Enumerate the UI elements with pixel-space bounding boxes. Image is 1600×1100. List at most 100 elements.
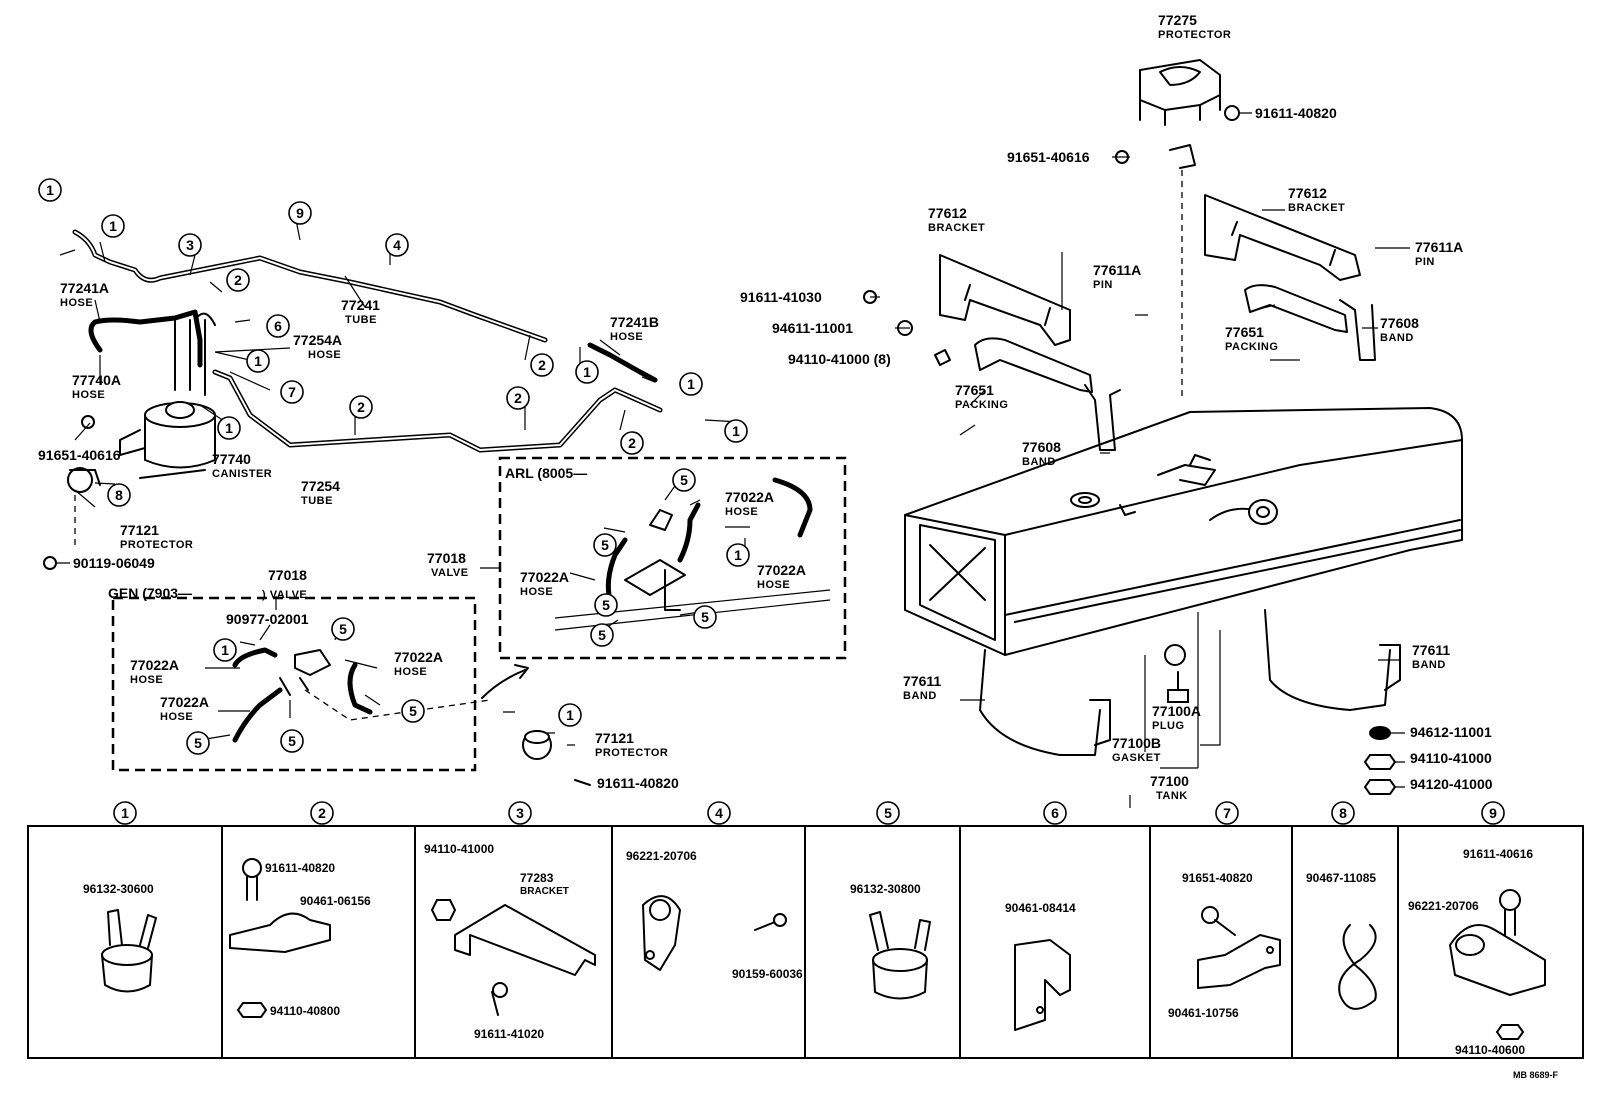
table-4-part-1: 90159-60036 xyxy=(732,967,803,981)
callout-number: 2 xyxy=(628,435,636,451)
label-77612-left-name: BRACKET xyxy=(928,222,985,234)
table-header-6: 6 xyxy=(1051,805,1059,821)
callout-circle xyxy=(349,395,373,419)
label-77022A-g1-num: 77022A xyxy=(130,657,179,673)
table-3-part-3: 91611-41020 xyxy=(474,1027,544,1041)
label-77018-arl-num: 77018 xyxy=(427,550,466,566)
label-91651-40616-top: 91651-40616 xyxy=(1007,149,1090,165)
label-77018-gen-name: ) VALVE xyxy=(262,589,307,601)
label-77100B-num: 77100B xyxy=(1112,735,1161,751)
callout-number: 5 xyxy=(680,472,688,488)
label-77651-right-num: 77651 xyxy=(1225,324,1264,340)
table-header-4: 4 xyxy=(715,805,723,821)
callout-number: 1 xyxy=(221,642,229,658)
callout-circle xyxy=(385,233,409,257)
callout-number: 5 xyxy=(701,609,709,625)
callout-number: 1 xyxy=(583,364,591,380)
table-6-part-0: 90461-08414 xyxy=(1005,901,1076,915)
label-77611-left-num: 77611 xyxy=(903,673,941,689)
fastener-table xyxy=(27,825,1584,1059)
table-header-2: 2 xyxy=(318,805,326,821)
label-arl-title: ARL (8005— xyxy=(505,465,587,481)
table-9-part-0: 91611-40616 xyxy=(1463,847,1533,861)
callout-number: 8 xyxy=(115,487,123,503)
protector-center xyxy=(522,730,591,786)
callout-circle xyxy=(331,617,355,641)
callout-number: 5 xyxy=(194,735,202,751)
label-94611-11001: 94611-11001 xyxy=(772,320,853,336)
tank-bands xyxy=(979,609,1401,756)
label-77651-left-num: 77651 xyxy=(955,382,994,398)
label-77740-name: CANISTER xyxy=(212,468,272,480)
table-header-3: 3 xyxy=(516,805,524,821)
label-77022A-a1-num: 77022A xyxy=(725,489,774,505)
table-header-8: 8 xyxy=(1339,805,1347,821)
callout-circle xyxy=(401,699,425,723)
label-77022A-a3-num: 77022A xyxy=(520,569,569,585)
label-77275-num: 77275 xyxy=(1158,12,1197,28)
label-77611-right-name: BAND xyxy=(1412,659,1446,671)
table-part-drawings xyxy=(101,858,1546,1040)
label-77254A-num: 77254A xyxy=(293,332,342,348)
callout-number: 5 xyxy=(601,537,609,553)
label-77608-left-num: 77608 xyxy=(1022,439,1061,455)
label-91611-40820-c: 91611-40820 xyxy=(597,775,679,791)
callout-circle xyxy=(280,729,304,753)
callout-number: 1 xyxy=(46,182,54,198)
callout-number: 5 xyxy=(339,621,347,637)
callout-circle xyxy=(530,353,554,377)
label-94120-41000: 94120-41000 xyxy=(1410,776,1493,792)
callout-circle xyxy=(38,178,62,202)
label-77022A-a1-name: HOSE xyxy=(725,506,758,518)
table-7-part-1: 90461-10756 xyxy=(1168,1006,1239,1020)
label-77740A-num: 77740A xyxy=(72,372,121,388)
callout-circle xyxy=(558,703,582,727)
label-77611A-left-num: 77611A xyxy=(1093,262,1141,278)
table-2-part-2: 94110-40800 xyxy=(270,1004,340,1018)
label-77022A-g1-name: HOSE xyxy=(130,674,163,686)
label-77022A-a2-num: 77022A xyxy=(757,562,806,578)
table-3-part-1: 77283 xyxy=(520,871,554,885)
label-77254-num: 77254 xyxy=(301,478,340,494)
callout-number: 3 xyxy=(186,237,194,253)
label-77740-num: 77740 xyxy=(212,451,251,467)
table-9-part-2: 94110-40600 xyxy=(1455,1043,1525,1057)
table-9-part-1: 96221-20706 xyxy=(1408,899,1479,913)
small-fasteners xyxy=(43,105,1397,795)
part-labels: 77275 PROTECTOR 91611-40820 91651-40616 … xyxy=(38,12,1493,802)
tank-brackets xyxy=(939,194,1376,451)
label-91611-40820-top: 91611-40820 xyxy=(1255,105,1337,121)
label-77608-right-name: BAND xyxy=(1380,332,1414,344)
callout-circle xyxy=(178,233,202,257)
label-77241B-name: HOSE xyxy=(610,331,643,343)
callout-circle xyxy=(590,623,614,647)
callout-number: 5 xyxy=(409,703,417,719)
label-77022A-g3-name: HOSE xyxy=(160,711,193,723)
label-77022A-a3-name: HOSE xyxy=(520,586,553,598)
table-header-7: 7 xyxy=(1223,805,1231,821)
label-77611A-left-name: PIN xyxy=(1093,279,1113,291)
table-2-part-0: 91611-40820 xyxy=(265,861,335,875)
label-gen-title: GEN (7903— xyxy=(108,585,192,601)
label-77241-num: 77241 xyxy=(341,297,380,313)
callout-number: 2 xyxy=(357,399,365,415)
leader-lines xyxy=(57,112,1410,808)
label-90119-06049: 90119-06049 xyxy=(73,555,155,571)
callout-circle xyxy=(288,201,312,225)
callout-number: 1 xyxy=(225,420,233,436)
callout-number: 2 xyxy=(538,357,546,373)
gen-detail-box xyxy=(111,596,477,772)
table-7-part-0: 91651-40820 xyxy=(1182,871,1253,885)
table-5-part-0: 96132-30800 xyxy=(850,882,921,896)
callout-circle xyxy=(575,360,599,384)
label-77611-left-name: BAND xyxy=(903,690,937,702)
callout-number: 2 xyxy=(514,390,522,406)
label-77651-left-name: PACKING xyxy=(955,399,1008,411)
callout-circle xyxy=(679,372,703,396)
callout-circle xyxy=(280,380,304,404)
label-90977-02001: 90977-02001 xyxy=(226,611,309,627)
callout-number: 1 xyxy=(254,353,262,369)
label-77022A-g3-num: 77022A xyxy=(160,694,209,710)
callout-number: 5 xyxy=(598,627,606,643)
